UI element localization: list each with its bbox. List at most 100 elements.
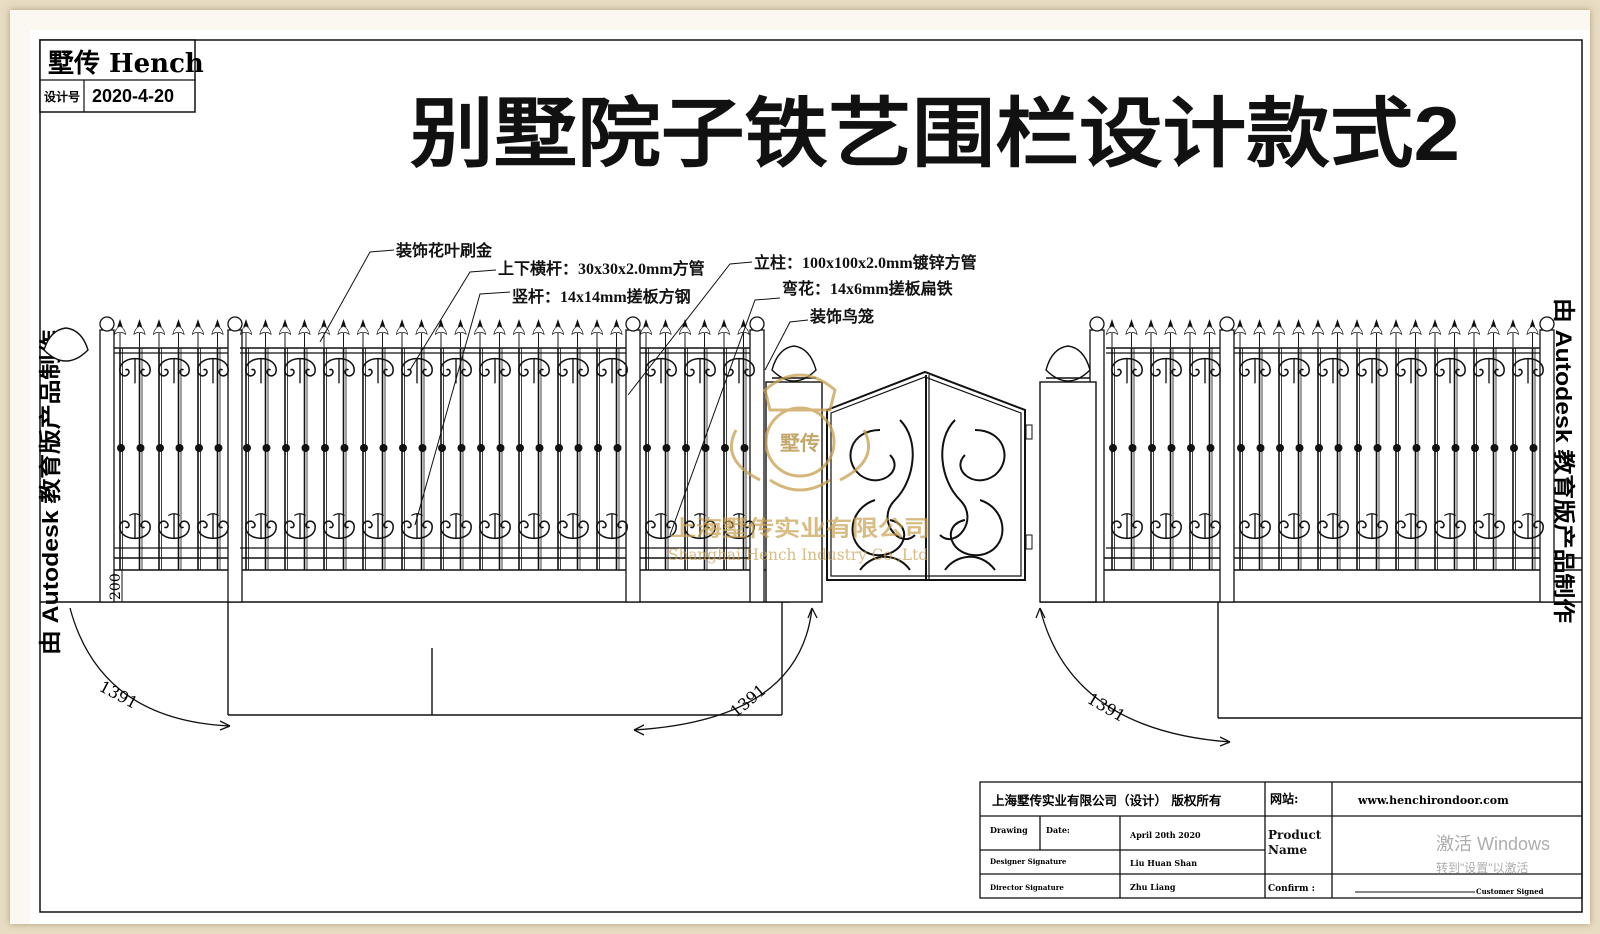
brand-name: 墅传 Hench bbox=[48, 49, 204, 79]
fence-bar bbox=[1389, 318, 1403, 570]
fence-bar bbox=[512, 318, 526, 570]
tb-customer-signed: Customer Signed bbox=[1476, 887, 1544, 896]
scroll-top bbox=[644, 357, 678, 385]
fence-post bbox=[749, 316, 765, 603]
scroll-bottom bbox=[1316, 512, 1350, 540]
fence-bar bbox=[298, 318, 311, 570]
dimension-swing-left: 1391 bbox=[96, 677, 141, 713]
tb-director: Zhu Liang bbox=[1130, 882, 1176, 892]
annotation-scroll: 弯花：14x6mm搓板扁铁 bbox=[782, 279, 953, 298]
fence-bar bbox=[1272, 318, 1286, 570]
leader-lines bbox=[319, 249, 809, 536]
garden-gate bbox=[826, 370, 1033, 581]
fence-panel bbox=[1105, 318, 1222, 570]
scroll-top bbox=[556, 357, 590, 385]
watermark-en: Shanghai Hench Industry Co.,Ltd bbox=[668, 545, 928, 564]
scroll-bottom bbox=[196, 512, 230, 540]
fence-bar bbox=[133, 318, 146, 570]
scroll-bottom bbox=[157, 512, 191, 540]
fence-bar bbox=[211, 318, 224, 570]
fence-bar bbox=[1467, 318, 1481, 570]
fence-bar bbox=[473, 318, 487, 570]
fence-bar bbox=[1487, 318, 1500, 570]
side-text-left: 由 Autodesk 教育版产品制作 bbox=[38, 330, 63, 655]
scroll-bottom bbox=[517, 512, 551, 540]
page-title: 别墅院子铁艺围栏设计款式2 bbox=[410, 92, 1460, 177]
os-activation-line2: 转到"设置"以激活 bbox=[1436, 860, 1529, 875]
fence-panel bbox=[113, 318, 230, 570]
fence-bar bbox=[317, 318, 331, 570]
fence-bar bbox=[1125, 318, 1138, 570]
scroll-bottom bbox=[118, 512, 152, 540]
side-text-right: 由 Autodesk 教育版产品制作 bbox=[1551, 298, 1576, 623]
annotation-cage: 装饰鸟笼 bbox=[809, 307, 874, 326]
fence-bar bbox=[1183, 318, 1197, 570]
scroll-top bbox=[478, 357, 512, 385]
annotation-rail: 上下横杆：30x30x2.0mm方管 bbox=[498, 259, 705, 278]
fence-bar bbox=[1203, 318, 1216, 570]
tb-designer-label: Designer Signature bbox=[990, 857, 1067, 866]
sheet-border bbox=[39, 39, 1583, 913]
fence-bar bbox=[1506, 318, 1520, 570]
fence-panels bbox=[99, 316, 1555, 603]
scroll-top bbox=[517, 357, 551, 385]
scroll-bottom bbox=[478, 512, 512, 540]
tb-designer: Liu Huan Shan bbox=[1130, 858, 1197, 868]
annotation-bar: 竖杆：14x14mm搓板方钢 bbox=[512, 287, 691, 306]
fence-bar bbox=[337, 318, 350, 570]
fence-bar bbox=[259, 318, 272, 570]
ground-lines bbox=[40, 557, 1582, 719]
fence-bar bbox=[590, 318, 604, 570]
scroll-top bbox=[197, 357, 229, 385]
gate-pillars bbox=[43, 327, 1097, 603]
fence-bar bbox=[1144, 318, 1158, 570]
fence-bar bbox=[1409, 318, 1422, 570]
picture-frame: 墅传 Hench 设计号 2020-4-20 别墅院子铁艺围栏设计款式2 由 A… bbox=[10, 10, 1590, 924]
fence-post bbox=[99, 316, 115, 603]
swing-arcs bbox=[69, 607, 1231, 747]
fence-post bbox=[1539, 316, 1555, 603]
scroll-top bbox=[245, 357, 278, 385]
design-no: 2020-4-20 bbox=[92, 86, 174, 106]
fence-bar bbox=[610, 318, 623, 570]
fence-bar bbox=[1370, 318, 1383, 570]
scroll-bottom bbox=[361, 512, 395, 540]
scroll-top bbox=[1239, 357, 1271, 385]
scroll-top bbox=[1111, 357, 1143, 385]
fence-bar bbox=[376, 318, 389, 570]
scroll-bottom bbox=[1394, 512, 1428, 540]
fence-bar bbox=[493, 318, 506, 570]
scroll-top bbox=[1434, 357, 1466, 385]
tb-company: 上海墅传实业有限公司（设计） 版权所有 bbox=[992, 793, 1221, 808]
os-activation-line1: 激活 Windows bbox=[1436, 834, 1550, 854]
scroll-top bbox=[400, 357, 434, 385]
fence-bar bbox=[571, 318, 584, 570]
scroll-top bbox=[683, 357, 717, 385]
scroll-bottom bbox=[1472, 512, 1506, 540]
tb-director-label: Director Signature bbox=[990, 883, 1064, 892]
fence-post bbox=[625, 316, 641, 603]
fence-bar bbox=[152, 318, 166, 570]
title-block bbox=[979, 781, 1583, 899]
scroll-bottom bbox=[1110, 512, 1144, 540]
scroll-bottom bbox=[1511, 512, 1545, 540]
fence-bar bbox=[454, 318, 467, 570]
fence-bar bbox=[639, 318, 653, 570]
design-no-label: 设计号 bbox=[44, 89, 80, 104]
fence-bar bbox=[659, 318, 672, 570]
scroll-top bbox=[158, 357, 190, 385]
fence-bar bbox=[356, 318, 370, 570]
scroll-top bbox=[283, 357, 317, 385]
fence-bar bbox=[551, 318, 565, 570]
scroll-bottom bbox=[1188, 512, 1222, 540]
dimension-swing-right: 1391 bbox=[1084, 689, 1129, 726]
scroll-bottom bbox=[244, 512, 278, 540]
scroll-bottom bbox=[595, 512, 629, 540]
tb-confirm-label: Confirm : bbox=[1268, 884, 1315, 894]
fence-bar bbox=[532, 318, 545, 570]
scroll-top bbox=[1189, 357, 1221, 385]
scroll-bottom bbox=[556, 512, 590, 540]
tb-product-label: Product Name bbox=[1268, 828, 1322, 857]
watermark-logo: 墅传 bbox=[730, 373, 870, 492]
fence-bar bbox=[172, 318, 185, 570]
